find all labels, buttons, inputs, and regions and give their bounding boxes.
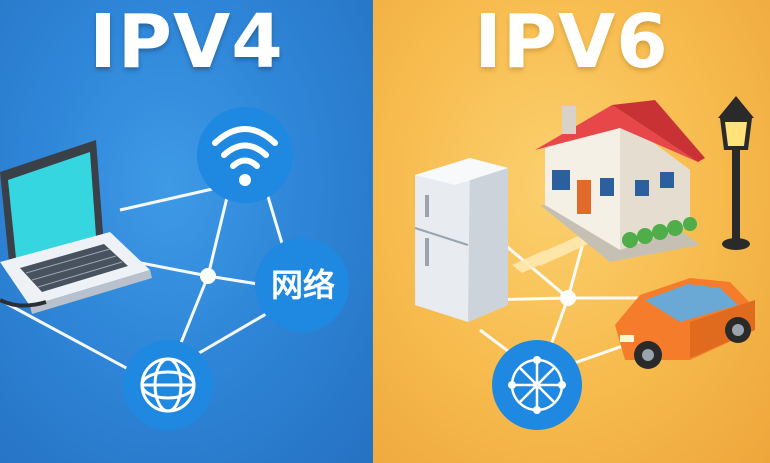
laptop-icon bbox=[0, 140, 152, 314]
ipv6-title: IPV6 bbox=[474, 0, 669, 85]
car-icon bbox=[615, 278, 755, 369]
wifi-icon bbox=[197, 107, 293, 203]
mesh-network-icon bbox=[492, 340, 582, 430]
house-icon bbox=[535, 100, 705, 262]
ipv4-title: IPV4 bbox=[89, 0, 284, 85]
ipv4-hub-node bbox=[200, 268, 216, 284]
walkway bbox=[512, 236, 588, 273]
street-lamp-icon bbox=[718, 96, 754, 250]
network-label-node bbox=[255, 238, 349, 332]
globe-network-icon bbox=[123, 340, 213, 430]
fridge-icon bbox=[414, 158, 508, 322]
ipv6-hub-node bbox=[560, 290, 576, 306]
network-label: 网络 bbox=[270, 266, 335, 304]
